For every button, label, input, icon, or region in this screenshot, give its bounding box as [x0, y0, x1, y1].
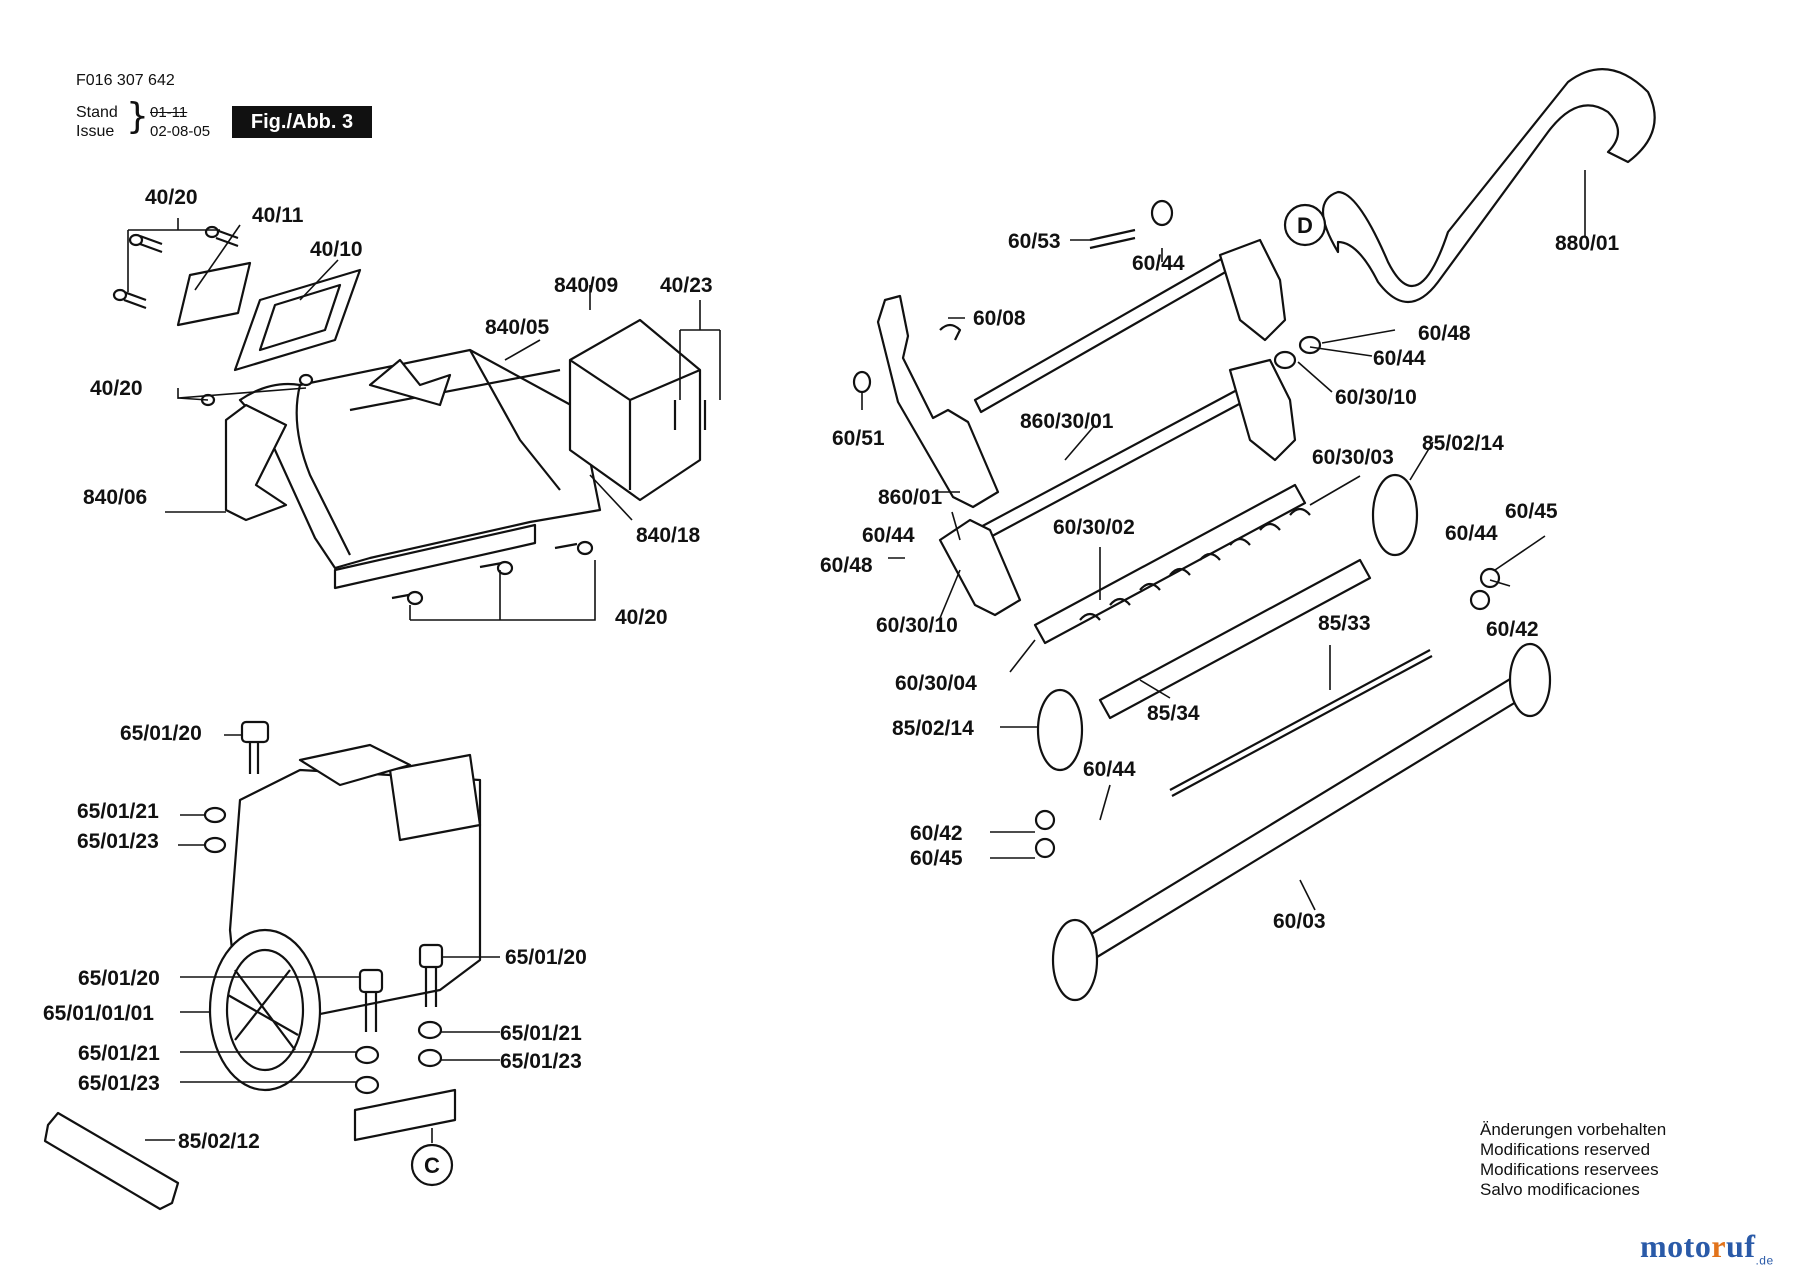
brand-part: r	[1711, 1228, 1727, 1264]
part-label: 60/48	[1418, 322, 1471, 345]
part-label: 65/01/21	[77, 800, 159, 823]
note-line: Änderungen vorbehalten	[1480, 1120, 1667, 1139]
part-label: 840/09	[554, 274, 618, 297]
part-label: 85/02/14	[892, 717, 974, 740]
stand-issue-labels: Stand Issue	[76, 103, 118, 141]
leaders-engine	[145, 734, 500, 1143]
part-label: 860/30/01	[1020, 410, 1114, 433]
part-label: 840/05	[485, 316, 550, 339]
stand-label: Stand	[76, 104, 118, 121]
callout-c-label: C	[424, 1153, 440, 1178]
part-label: 65/01/23	[77, 830, 159, 853]
date-block: 01-11 02-08-05	[150, 103, 210, 141]
note-line: Salvo modificaciones	[1480, 1180, 1640, 1199]
note-line: Modifications reservees	[1480, 1160, 1659, 1179]
issue-label: Issue	[76, 123, 115, 140]
figure-label-box: Fig./Abb. 3	[232, 106, 372, 138]
part-label: 40/20	[615, 606, 668, 629]
note-line: Modifications reserved	[1480, 1140, 1651, 1159]
part-label: 65/01/21	[78, 1042, 160, 1065]
part-label: 65/01/21	[500, 1022, 582, 1045]
part-label: 65/01/23	[78, 1072, 160, 1095]
part-label: 60/44	[1132, 252, 1185, 275]
part-label: 880/01	[1555, 232, 1620, 255]
callout-c: C	[410, 1143, 454, 1187]
part-label: 840/18	[636, 524, 701, 547]
part-label: 60/30/10	[1335, 386, 1417, 409]
part-label: 860/01	[878, 486, 943, 509]
part-label: 85/02/14	[1422, 432, 1504, 455]
engine-assembly-drawing	[43, 720, 482, 1211]
part-label: 60/53	[1008, 230, 1061, 253]
part-label: 60/44	[862, 524, 915, 547]
brace-symbol: }	[126, 96, 149, 137]
part-label: 65/01/20	[505, 946, 587, 969]
part-label: 60/44	[1083, 758, 1136, 781]
part-label: 65/01/01/01	[43, 1002, 154, 1025]
part-label: 85/34	[1147, 702, 1200, 725]
part-label: 60/30/04	[895, 672, 977, 695]
part-label: 65/01/20	[78, 967, 160, 990]
part-label: 60/48	[820, 554, 873, 577]
part-label: 60/45	[910, 847, 963, 870]
brand-suffix: .de	[1755, 1253, 1774, 1268]
part-label: 40/10	[310, 238, 363, 261]
callout-d-label: D	[1297, 213, 1313, 238]
part-label: 60/42	[1486, 618, 1539, 641]
part-label: 40/11	[252, 204, 304, 227]
document-code: F016 307 642	[76, 72, 175, 89]
stand-date-old: 01-11	[150, 104, 188, 121]
part-label: 60/30/02	[1053, 516, 1135, 539]
brand-part: moto	[1640, 1228, 1712, 1264]
brand-logo: motoruf.de	[1640, 1228, 1774, 1267]
part-label: 65/01/23	[500, 1050, 582, 1073]
part-labels: 40/20 40/11 40/10 840/09 40/23 840/05 40…	[43, 186, 1620, 1153]
part-label: 60/08	[973, 307, 1026, 330]
part-label: 40/20	[145, 186, 198, 209]
callout-d: D	[1283, 203, 1327, 247]
part-label: 60/44	[1373, 347, 1426, 370]
roller-assembly-drawing	[852, 68, 1656, 1002]
brand-part: uf	[1726, 1228, 1756, 1264]
part-label: 60/30/10	[876, 614, 958, 637]
part-label: 65/01/20	[120, 722, 202, 745]
part-label: 60/03	[1273, 910, 1326, 933]
part-label: 60/42	[910, 822, 963, 845]
modification-notes: Änderungen vorbehalten Modifications res…	[1480, 1120, 1666, 1200]
part-label: 60/45	[1505, 500, 1558, 523]
part-label: 85/33	[1318, 612, 1371, 635]
part-label: 60/51	[832, 427, 885, 450]
issue-date: 02-08-05	[150, 123, 211, 140]
leaders-left-top	[127, 218, 721, 621]
cover-assembly-drawing	[112, 225, 707, 606]
part-label: 85/02/12	[178, 1130, 260, 1153]
part-label: 40/23	[660, 274, 713, 297]
part-label: 840/06	[83, 486, 147, 509]
part-label: 40/20	[90, 377, 143, 400]
part-label: 60/44	[1445, 522, 1498, 545]
part-label: 60/30/03	[1312, 446, 1394, 469]
leaders-right	[861, 170, 1586, 911]
